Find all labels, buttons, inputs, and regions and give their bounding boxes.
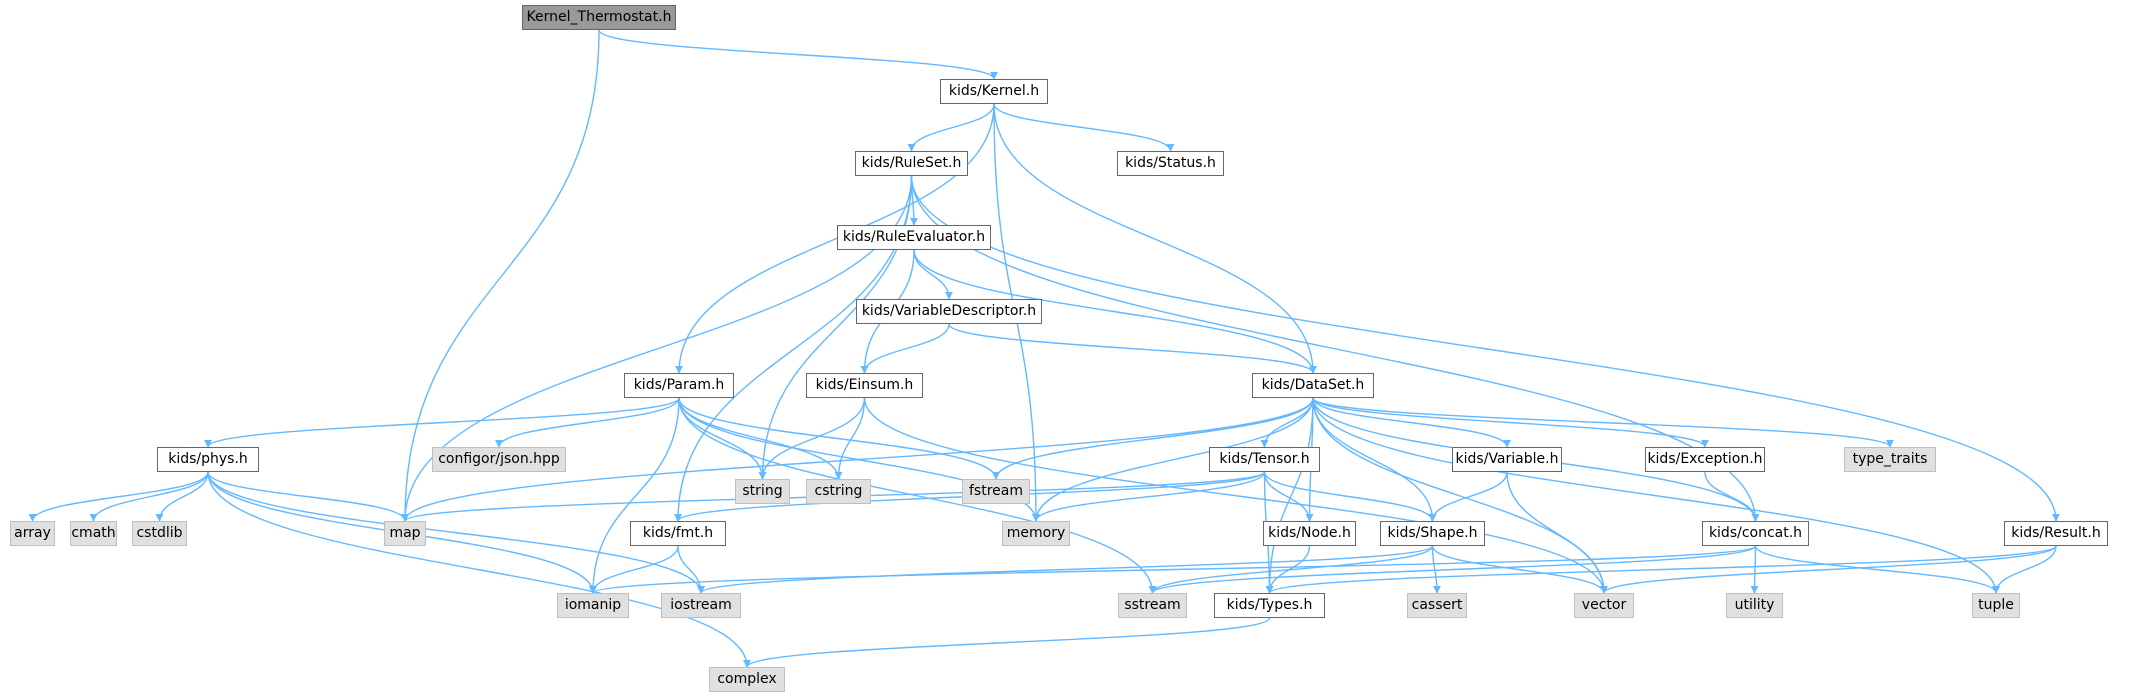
edge-concat-to-sstream	[1148, 545, 1757, 594]
edge-kernel-to-dataset	[993, 103, 1317, 374]
node-fstream: fstream	[962, 479, 1030, 504]
edge-shape-to-vector	[1431, 545, 1608, 594]
edge-variable-to-shape	[1428, 471, 1508, 522]
edge-dataset-to-tensor	[1260, 397, 1314, 448]
edge-param-to-json	[495, 397, 680, 448]
node-kids-concat-h[interactable]: kids/concat.h	[1702, 521, 1809, 546]
node-kids-ruleset-h[interactable]: kids/RuleSet.h	[855, 151, 968, 176]
edge-dataset-to-map	[401, 397, 1314, 522]
node-kids-dataset-h[interactable]: kids/DataSet.h	[1252, 373, 1374, 398]
edge-kernel-to-ruleset	[907, 103, 995, 152]
edge-tensor-to-node	[1263, 471, 1314, 522]
node-kids-exception-h[interactable]: kids/Exception.h	[1645, 447, 1765, 472]
edge-dataset-to-tuple	[1312, 397, 2000, 594]
edge-dataset-to-exception	[1312, 397, 1709, 448]
edge-ruleset-to-concat	[910, 175, 1760, 522]
node-type-traits: type_traits	[1844, 447, 1936, 472]
node-kids-variabledescriptor-h[interactable]: kids/VariableDescriptor.h	[856, 299, 1042, 324]
edge-param-to-phys	[204, 397, 680, 448]
edge-shape-to-iostream	[697, 545, 1434, 594]
edge-vardesc-to-einsum	[860, 323, 950, 374]
edge-phys-to-array	[28, 471, 209, 522]
node-sstream: sstream	[1118, 593, 1187, 618]
node-cstdlib: cstdlib	[132, 521, 187, 546]
edge-ruleeval-to-vardesc	[913, 249, 953, 300]
edge-param-to-fstream	[678, 397, 1000, 480]
node-cmath: cmath	[70, 521, 117, 546]
edge-kernel-to-status	[993, 103, 1175, 152]
node-vector: vector	[1574, 593, 1634, 618]
edge-dataset-to-variable	[1312, 397, 1511, 448]
edge-fmt-to-iostream	[677, 545, 705, 594]
node-cassert: cassert	[1407, 593, 1467, 618]
node-string: string	[735, 479, 790, 504]
node-kids-phys-h[interactable]: kids/phys.h	[157, 447, 259, 472]
edge-einsum-to-cstring	[834, 397, 866, 480]
node-kids-variable-h[interactable]: kids/Variable.h	[1452, 447, 1562, 472]
node-kids-status-h[interactable]: kids/Status.h	[1117, 151, 1224, 176]
node-kids-node-h[interactable]: kids/Node.h	[1263, 521, 1356, 546]
node-kids-fmt-h[interactable]: kids/fmt.h	[630, 521, 726, 546]
edge-exception-to-concat	[1704, 471, 1760, 522]
edge-result-to-types	[1265, 545, 2057, 594]
edge-dataset-to-fstream	[992, 397, 1314, 480]
edge-tensor-to-memory	[1032, 471, 1266, 522]
edge-vardesc-to-dataset	[948, 323, 1317, 374]
node-memory: memory	[1002, 521, 1070, 546]
edge-phys-to-complex	[207, 471, 751, 668]
node-kids-param-h[interactable]: kids/Param.h	[624, 373, 734, 398]
node-kids-types-h[interactable]: kids/Types.h	[1214, 593, 1325, 618]
edge-ruleeval-to-dataset	[913, 249, 1317, 374]
edge-phys-to-iostream	[207, 471, 705, 594]
node-cstring: cstring	[806, 479, 871, 504]
dependency-edges	[28, 29, 2060, 668]
edge-param-to-iomanip	[589, 397, 680, 594]
edge-result-to-tuple	[1992, 545, 2057, 594]
edge-shape-to-sstream	[1148, 545, 1434, 594]
edge-phys-to-map	[207, 471, 409, 522]
node-configor-json-hpp: configor/json.hpp	[432, 447, 566, 472]
edge-dataset-to-types	[1265, 397, 1314, 594]
edge-dataset-to-memory	[1032, 397, 1314, 522]
edge-types-to-complex	[743, 617, 1271, 668]
edge-concat-to-tuple	[1754, 545, 2000, 594]
node-utility: utility	[1726, 593, 1783, 618]
edge-einsum-to-string	[758, 397, 866, 480]
node-kernel-thermostat-h: Kernel_Thermostat.h	[522, 5, 676, 30]
node-array: array	[10, 521, 55, 546]
node-kids-shape-h[interactable]: kids/Shape.h	[1380, 521, 1485, 546]
edge-concat-to-iomanip	[589, 545, 1757, 594]
node-iomanip: iomanip	[557, 593, 629, 618]
edge-phys-to-cstdlib	[155, 471, 209, 522]
edge-phys-to-cmath	[89, 471, 209, 522]
edge-tensor-to-shape	[1263, 471, 1437, 522]
edge-result-to-vector	[1600, 545, 2057, 594]
edge-variable-to-vector	[1506, 471, 1608, 594]
node-kids-kernel-h[interactable]: kids/Kernel.h	[940, 79, 1048, 104]
node-kids-result-h[interactable]: kids/Result.h	[2004, 521, 2108, 546]
edge-dataset-to-typetraits	[1312, 397, 1894, 448]
edge-root-to-map	[401, 29, 600, 522]
node-complex: complex	[709, 667, 785, 692]
node-tuple: tuple	[1972, 593, 2020, 618]
node-kids-ruleevaluator-h[interactable]: kids/RuleEvaluator.h	[837, 225, 991, 250]
edge-einsum-to-vector	[863, 397, 1608, 594]
edge-ruleset-to-string	[758, 175, 913, 480]
edge-concat-to-utility	[1750, 545, 1759, 594]
node-map: map	[384, 521, 426, 546]
node-iostream: iostream	[661, 593, 741, 618]
edge-kernel-to-param	[675, 103, 995, 374]
node-kids-tensor-h[interactable]: kids/Tensor.h	[1209, 447, 1320, 472]
edge-root-to-kernel	[598, 29, 998, 80]
edge-shape-to-cassert	[1431, 545, 1441, 594]
edge-param-to-sstream	[678, 397, 1157, 594]
node-kids-einsum-h[interactable]: kids/Einsum.h	[806, 373, 923, 398]
